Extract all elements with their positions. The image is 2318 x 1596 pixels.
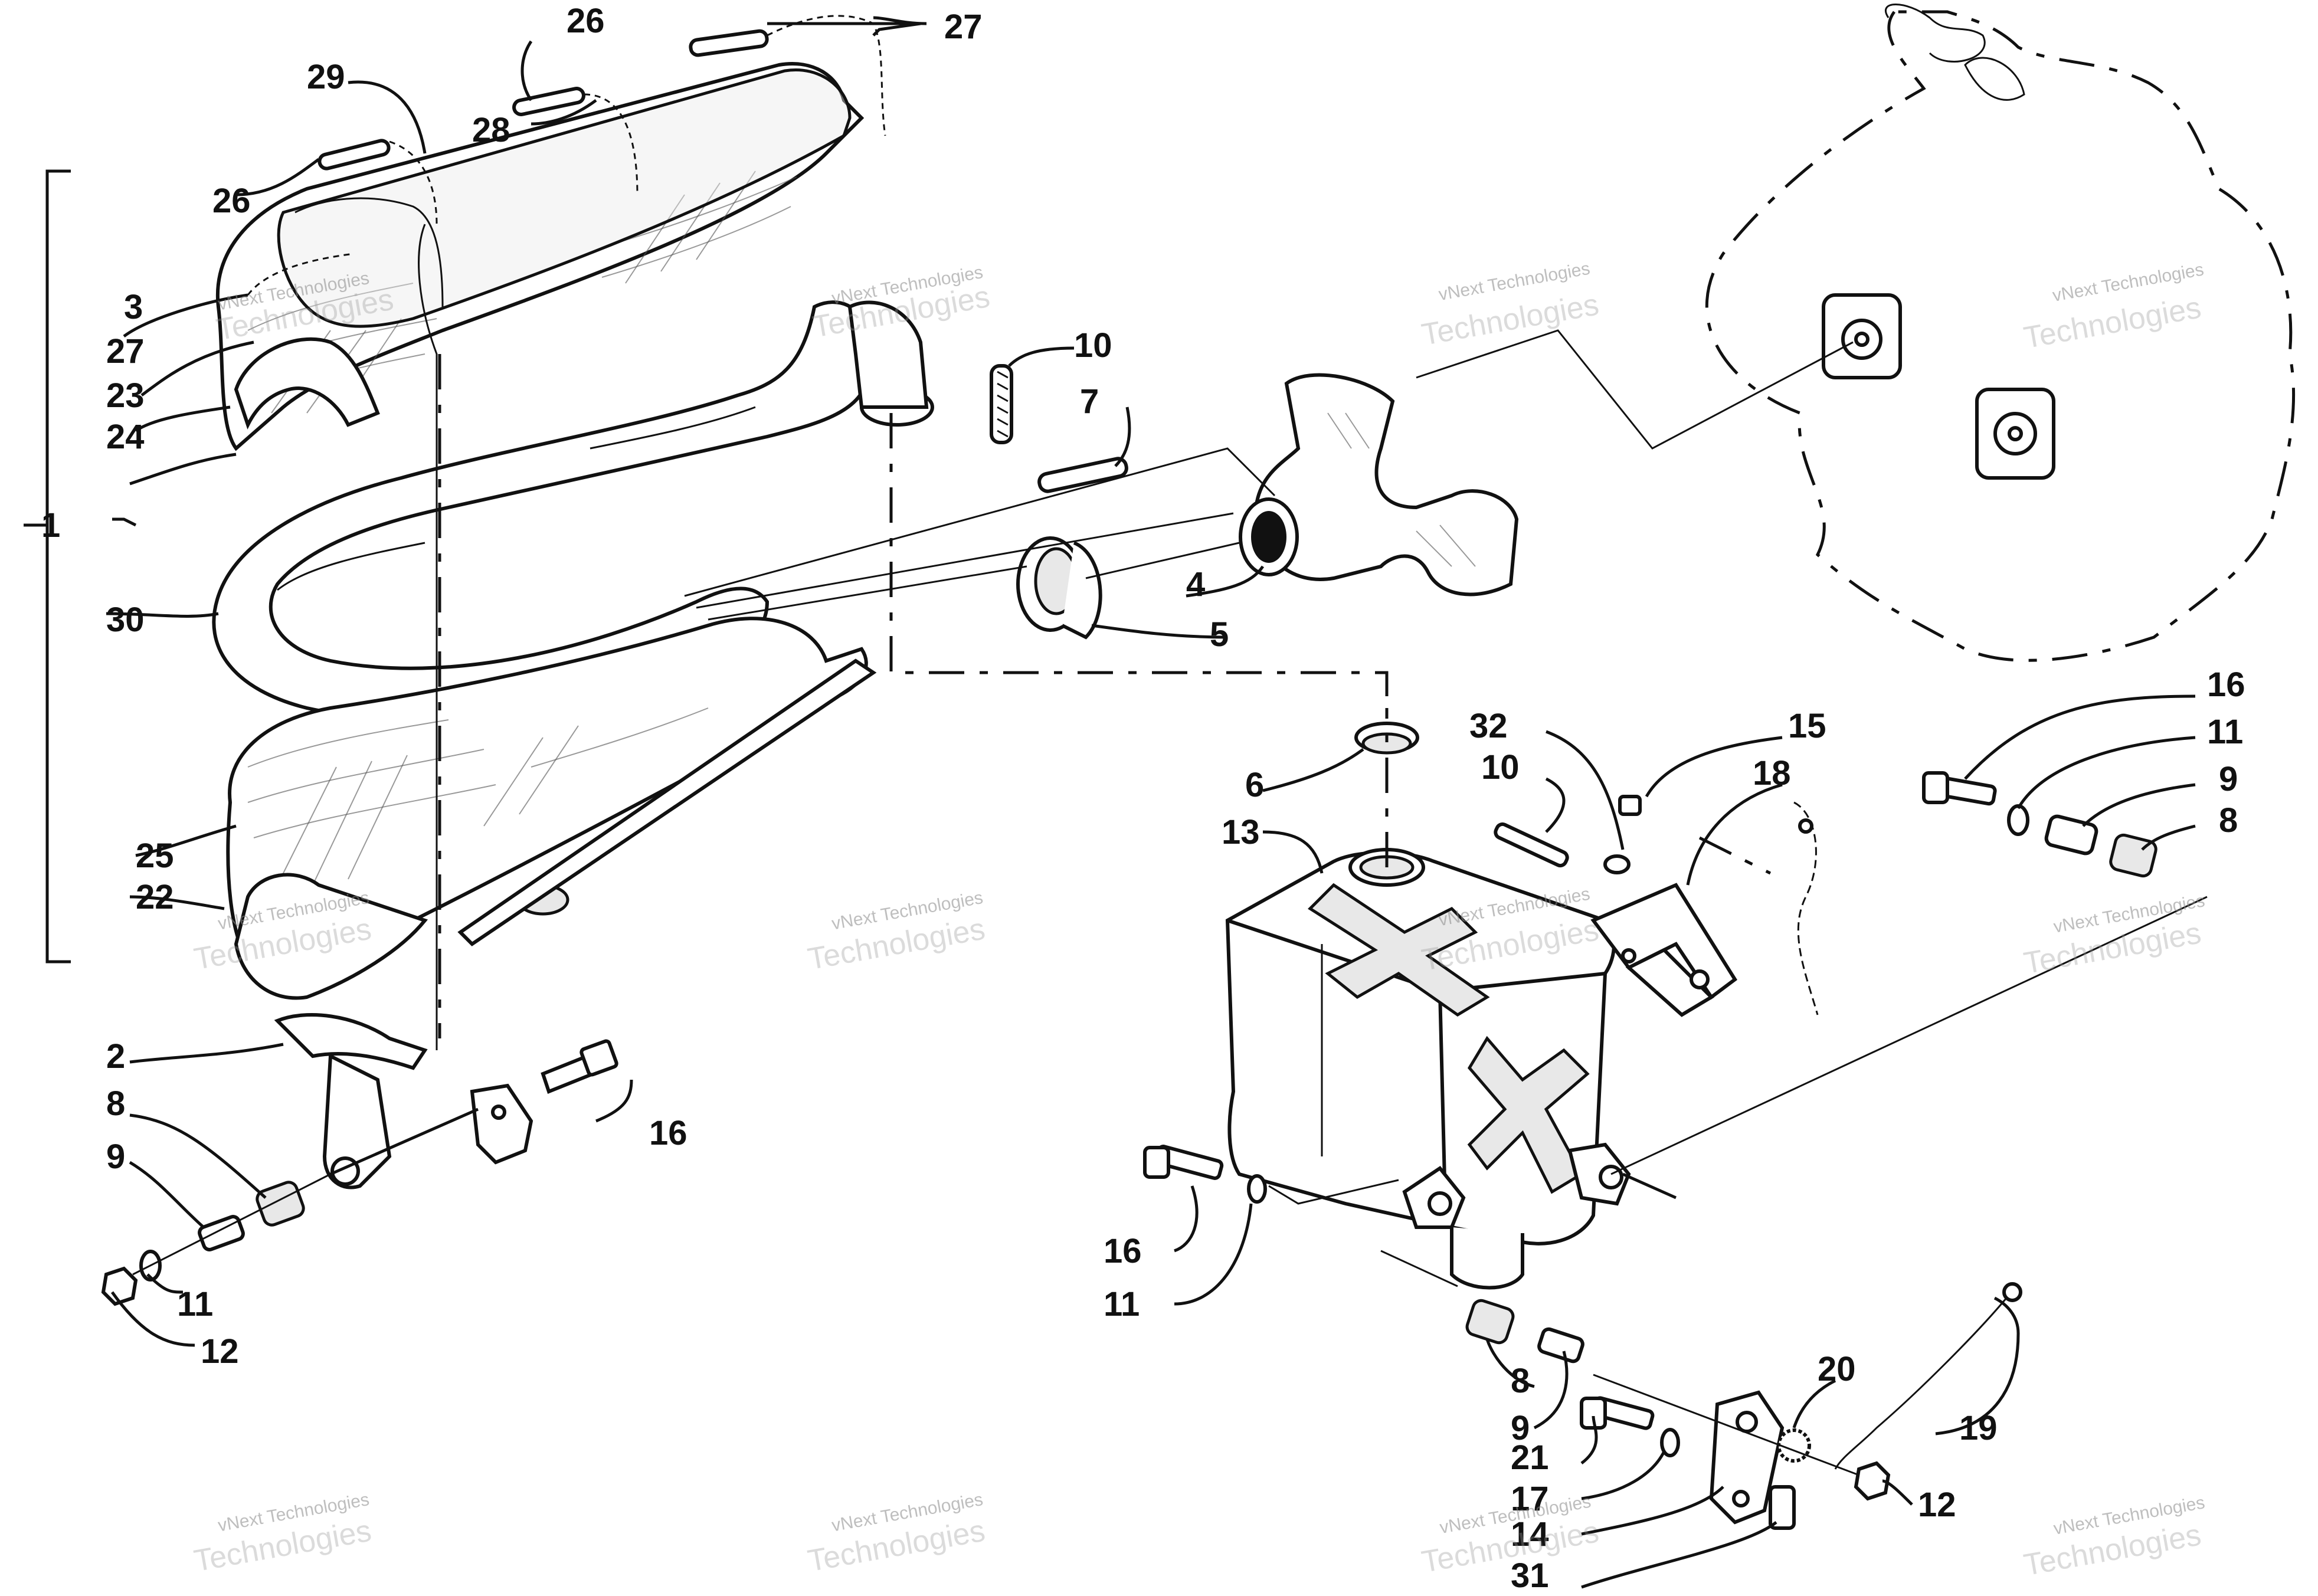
muffler-assembly xyxy=(212,15,934,1050)
callout-27-top: 27 xyxy=(944,8,983,46)
callout-24: 24 xyxy=(106,418,145,456)
manifold-group xyxy=(990,364,1519,755)
leader-lines xyxy=(24,16,2196,1589)
callout-11-left: 11 xyxy=(177,1285,213,1323)
callout-27-left: 27 xyxy=(106,332,145,371)
callout-16-left: 16 xyxy=(649,1114,687,1152)
callout-28: 28 xyxy=(472,111,510,149)
callout-19: 19 xyxy=(1959,1409,1998,1447)
hanger-bracket xyxy=(101,1013,618,1306)
callout-4: 4 xyxy=(1186,565,1205,604)
callout-26-left: 26 xyxy=(212,182,251,220)
callout-6: 6 xyxy=(1245,766,1264,804)
callout-9-bottom: 9 xyxy=(1511,1409,1530,1447)
callout-29: 29 xyxy=(307,58,345,96)
callout-5: 5 xyxy=(1210,615,1229,654)
callout-21: 21 xyxy=(1511,1438,1549,1477)
callout-8-left: 8 xyxy=(106,1084,125,1123)
callout-30: 30 xyxy=(106,601,145,639)
callout-32: 32 xyxy=(1469,707,1508,745)
callout-17: 17 xyxy=(1511,1480,1549,1518)
callout-8-bottom: 8 xyxy=(1511,1362,1530,1400)
bracket-18 xyxy=(1494,795,1819,1017)
engine-outline xyxy=(1705,4,2296,662)
callout-18: 18 xyxy=(1753,754,1791,792)
watermark-word: Technologies xyxy=(2021,290,2204,355)
callout-10-mid: 10 xyxy=(1481,748,1520,786)
right-hardware xyxy=(1922,771,2157,878)
callout-13: 13 xyxy=(1222,813,1260,851)
callout-23: 23 xyxy=(106,376,145,415)
callout-9-right: 9 xyxy=(2219,760,2238,798)
callout-26-top: 26 xyxy=(567,2,605,40)
callout-15: 15 xyxy=(1788,707,1826,745)
callout-31: 31 xyxy=(1511,1556,1549,1593)
silencer-box xyxy=(1225,708,2208,1290)
callout-11-bottom: 11 xyxy=(1104,1285,1140,1323)
callout-1: 1 xyxy=(41,506,60,545)
callout-10-top: 10 xyxy=(1074,326,1112,365)
callout-16-bottom: 16 xyxy=(1104,1232,1142,1270)
callout-14: 14 xyxy=(1511,1515,1549,1554)
callout-3: 3 xyxy=(124,288,143,326)
callout-2: 2 xyxy=(106,1037,125,1076)
callout-16-right: 16 xyxy=(2207,666,2245,704)
callout-9-left: 9 xyxy=(106,1138,125,1176)
callout-25: 25 xyxy=(136,837,174,875)
callout-20: 20 xyxy=(1818,1350,1856,1388)
callout-12-left: 12 xyxy=(201,1332,239,1371)
callout-labels: 1 2 3 4 5 6 7 8 8 8 9 9 9 10 10 11 11 11… xyxy=(41,2,2245,1595)
callout-12-bottom: 12 xyxy=(1918,1486,1956,1524)
callout-22: 22 xyxy=(136,878,174,916)
callout-11-right: 11 xyxy=(2207,713,2243,751)
callout-7: 7 xyxy=(1080,382,1099,421)
bottom-hardware xyxy=(1143,1145,2022,1530)
callout-8-right: 8 xyxy=(2219,801,2238,840)
